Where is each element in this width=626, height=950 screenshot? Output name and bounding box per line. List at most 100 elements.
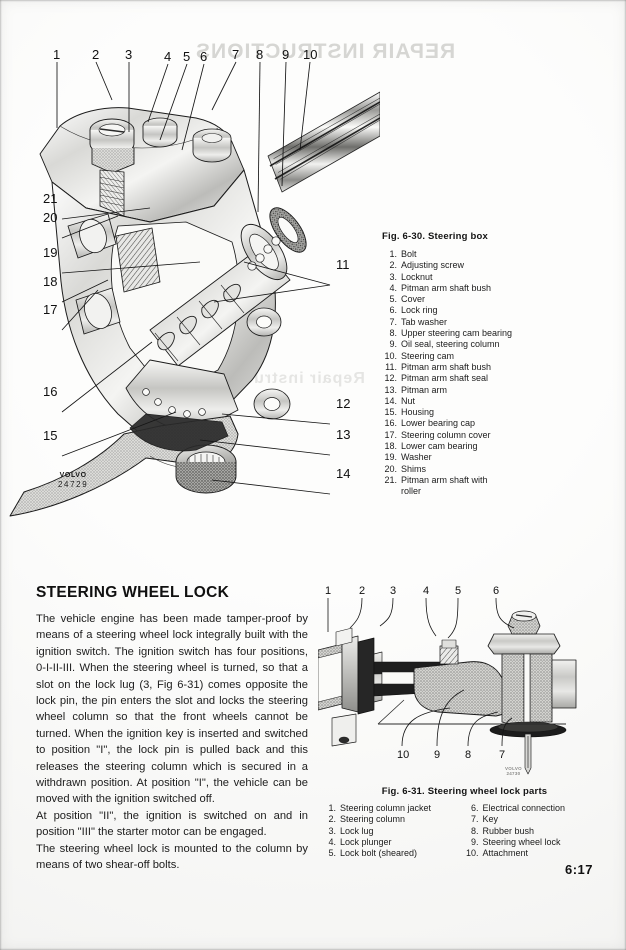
callout-5: 5	[183, 49, 191, 64]
callout-14: 14	[336, 466, 351, 481]
fig-6-31-part-item-number: 7.	[470, 814, 479, 825]
fig-6-31-title: Fig. 6-31. Steering wheel lock parts	[381, 786, 548, 797]
fig-6-31-part-item-number: 4.	[328, 836, 336, 847]
callout-19: 19	[43, 245, 58, 260]
callout-9: 9	[282, 47, 290, 62]
fig-6-30-part-item: 10. Steering cam	[382, 351, 582, 362]
callout-7: 7	[232, 47, 240, 62]
callout-3: 3	[125, 47, 133, 62]
volvo-drawing-number-fig631: 24730	[506, 771, 521, 777]
fig-6-31-part-item-number: 2.	[328, 814, 336, 825]
fig-6-30-part-item-number: 7.	[389, 316, 397, 327]
fig-6-31-leader-lines	[327, 597, 515, 747]
callout-17: 17	[43, 302, 58, 317]
fig-6-30-part-item-label: Pitman arm shaft bush	[401, 282, 492, 293]
fig-6-30-part-item-label: Lock ring	[401, 305, 438, 316]
fig-6-30-part-item-label: Nut	[401, 395, 416, 406]
callout-1: 1	[53, 47, 61, 62]
fig-6-30-part-item-number: 4.	[389, 282, 397, 293]
fig-6-31-part-item-label: Rubber bush	[482, 825, 535, 836]
fig-6-31-part-item-label: Attachment	[482, 848, 529, 859]
volvo-drawing-mark: VOLVO 24729	[58, 472, 88, 489]
fig-6-30-part-item-label: Pitman arm	[401, 384, 448, 395]
fig-6-30-part-item-label-continued: roller	[401, 486, 422, 497]
fig-6-31-part-item: 5.Lock bolt (sheared)	[322, 848, 465, 859]
fig-6-31-illustration	[318, 610, 577, 775]
fig-6-30-part-item-label: Pitman arm shaft bush	[401, 361, 492, 372]
fig-6-30-part-item-number: 9.	[389, 339, 397, 350]
article-paragraph-1: The vehicle engine has been made tamper-…	[36, 613, 308, 806]
fig-6-30-part-item-number: 15.	[384, 407, 397, 418]
fig-6-30-part-item-label: Lower cam bearing	[401, 441, 478, 452]
fig-6-31-part-item-number: 10.	[465, 848, 479, 859]
fig631-callout-4: 4	[423, 585, 430, 597]
fig-6-30-part-item-number: 6.	[389, 305, 397, 316]
fig-6-30-part-item-number: 14.	[384, 395, 397, 406]
fig-6-30-part-item-number: 17.	[384, 429, 397, 440]
fig-6-30-part-item: 2.Adjusting screw	[382, 260, 582, 271]
fig-6-31-part-item: 1.Steering column jacket	[322, 803, 465, 814]
fig-6-30-part-item-label: Bolt	[401, 249, 417, 259]
fig-6-30-part-item: 6. Lock ring	[382, 305, 582, 316]
fig631-callout-2: 2	[359, 585, 366, 597]
fig-6-31-part-item: 3.Lock lug	[322, 826, 465, 837]
fig-6-30-part-item-label: Cover	[401, 294, 426, 305]
fig-6-31-part-item-number: 5.	[328, 848, 336, 859]
callout-21: 21	[43, 191, 58, 206]
callout-10: 10	[303, 47, 318, 62]
callout-18: 18	[43, 274, 58, 289]
callout-8: 8	[256, 47, 264, 62]
fig-6-30-part-item: 16.Lower bearing cap	[382, 418, 582, 429]
fig-6-30-part-item-number: 19.	[384, 452, 397, 463]
fig-6-30-part-item: 21.Pitman arm shaft with	[382, 475, 582, 486]
fig631-callout-9: 9	[434, 749, 441, 761]
fig-6-31-part-item: 6.Electrical connection	[465, 803, 608, 814]
fig631-callout-3: 3	[390, 585, 397, 597]
fig-6-31-part-item-label: Steering column	[340, 814, 406, 825]
fig-6-31-part-item: 10.Attachment	[465, 848, 608, 859]
fig-6-30-part-item-number: 20.	[384, 463, 397, 474]
fig-6-31-part-item: 2. Steering column	[322, 814, 465, 825]
fig-6-30-part-item: 15.Housing	[382, 407, 582, 418]
fig-6-30-part-item-number: 18.	[384, 441, 397, 452]
fig-6-30-illustration	[9, 91, 380, 517]
fig-6-30-part-item: 7.Tab washer	[382, 317, 582, 328]
fig-6-30-part-item: 4. Pitman arm shaft bush	[382, 283, 582, 294]
fig-6-30-part-item: 11.Pitman arm shaft bush	[382, 362, 582, 373]
callout-15: 15	[43, 428, 58, 443]
callout-20: 20	[43, 210, 58, 225]
article-paragraph-2: At position "II", the ignition is switch…	[36, 809, 308, 839]
fig-6-30-part-item-label: Lower bearing cap	[401, 418, 476, 429]
fig-6-30-leader-lines	[56, 61, 331, 495]
fig-6-30-part-item: 13. Pitman arm	[382, 385, 582, 396]
fig-6-30-part-item: 1.Bolt	[382, 249, 582, 260]
article-steering-wheel-lock: STEERING WHEEL LOCK The vehicle engine h…	[36, 584, 308, 874]
fig-6-30-part-item-label: Washer	[401, 452, 432, 463]
fig-6-31-part-item-number: 8.	[470, 825, 479, 836]
volvo-wordmark-fig631: VOLVO	[505, 766, 522, 771]
fig-6-31-caption-block: Fig. 6-31. Steering wheel lock parts 1.S…	[322, 786, 607, 859]
fig-6-30-part-item: 19. Washer	[382, 452, 582, 463]
callout-4: 4	[164, 49, 172, 64]
fig-6-31-part-item-label: Steering wheel lock	[482, 836, 561, 847]
fig631-callout-6: 6	[493, 585, 500, 597]
fig-6-30-part-item: 17.Steering column cover	[382, 430, 582, 441]
fig-6-30-part-item-label: Adjusting screw	[401, 260, 465, 271]
fig-6-30-part-item: 18. Lower cam bearing	[382, 441, 582, 452]
fig-6-30-part-item-number: 13.	[384, 384, 397, 395]
fig-6-31-part-item-number: 6.	[470, 803, 479, 813]
fig-6-31-part-item-number: 9.	[470, 836, 479, 847]
fig-6-31-part-item-label: Steering column jacket	[340, 803, 432, 813]
fig-6-31-part-item-label: Key	[482, 814, 499, 825]
callout-12: 12	[336, 396, 351, 411]
fig-6-30-part-item-label: Steering cam	[401, 350, 455, 361]
fig-6-30-part-item: 9.Oil seal, steering column	[382, 339, 582, 350]
fig-6-30-part-item-number: 12.	[384, 373, 397, 384]
fig-6-30-title: Fig. 6-30. Steering box	[382, 231, 488, 242]
fig-6-30-part-item-label: Locknut	[401, 271, 433, 282]
fig-6-30-part-item-number: 10.	[384, 350, 397, 361]
